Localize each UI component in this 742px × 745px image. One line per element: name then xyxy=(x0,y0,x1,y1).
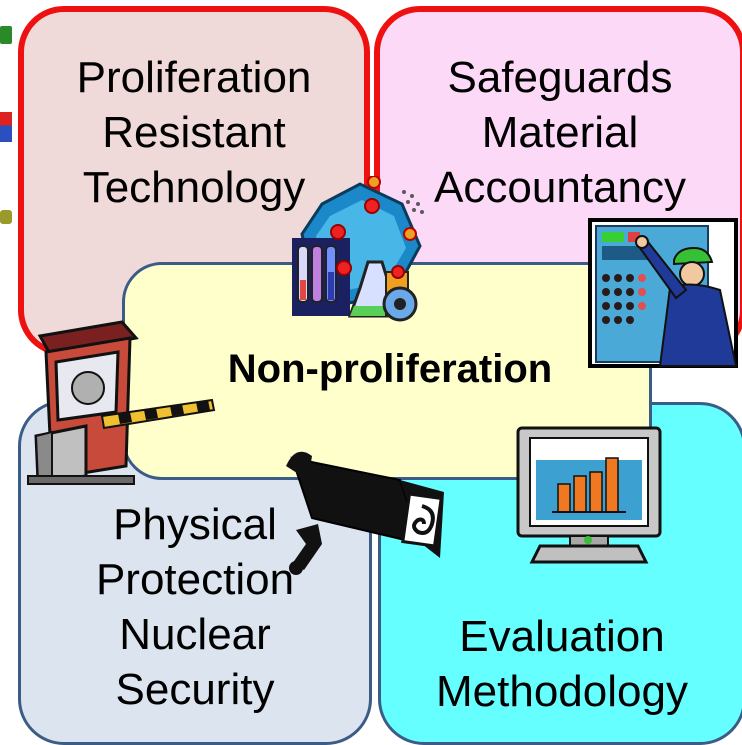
box-line: Evaluation xyxy=(459,612,665,661)
box-line: Material xyxy=(481,108,639,157)
box-line: Safeguards xyxy=(447,53,673,102)
science-lab-icon xyxy=(292,176,424,322)
edge-fragment-red-blue xyxy=(0,112,12,142)
box-line: Technology xyxy=(82,163,306,212)
security-checkpoint-icon xyxy=(27,320,216,485)
box-line: Methodology xyxy=(436,667,688,716)
box-line: Accountancy xyxy=(434,163,686,212)
box-line: Physical xyxy=(113,500,277,549)
edge-fragment-olive xyxy=(0,210,12,224)
box-line: Resistant xyxy=(102,108,286,157)
edge-fragment-green xyxy=(0,26,12,44)
box-line: Proliferation xyxy=(76,53,312,102)
security-camera-icon xyxy=(286,451,444,575)
box-line: Nuclear xyxy=(119,610,271,659)
box-line: Protection xyxy=(95,555,295,604)
computer-monitor-chart-icon xyxy=(516,426,662,564)
control-panel-operator-icon xyxy=(588,218,738,368)
box-line: Security xyxy=(115,665,275,714)
center-label: Non-proliferation xyxy=(227,347,553,391)
